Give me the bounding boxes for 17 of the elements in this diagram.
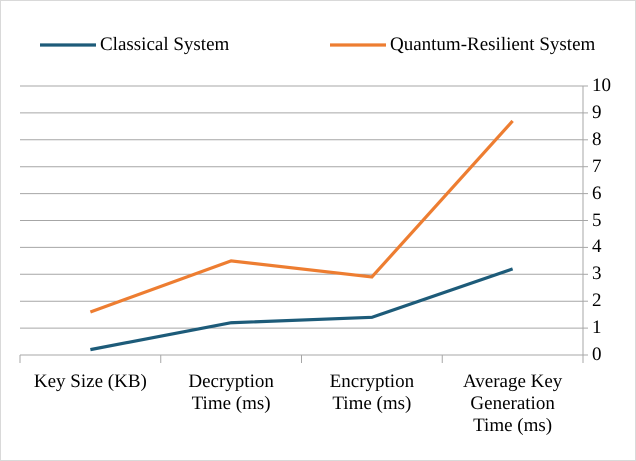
tick-label: 6 <box>592 182 602 205</box>
tick-label: 0 <box>592 344 602 366</box>
legend-label: Classical System <box>100 34 230 56</box>
category-label: Encryption Time (ms) <box>328 371 416 415</box>
category-label: Decryption Time (ms) <box>187 371 275 415</box>
tick-label: 5 <box>592 210 602 232</box>
tick-label: 4 <box>592 236 602 258</box>
category-label: Average Key Generation Time (ms) <box>462 371 564 437</box>
category-label: Key Size (KB) <box>32 371 148 393</box>
tick-label: 10 <box>592 75 611 97</box>
tick-label: 8 <box>592 128 602 151</box>
legend-label: Quantum-Resilient System <box>390 34 596 56</box>
tick-label: 1 <box>592 317 602 340</box>
tick-label: 3 <box>592 263 602 286</box>
tick-label: 7 <box>592 156 602 178</box>
tick-label: 2 <box>592 290 602 312</box>
tick-label: 9 <box>592 102 602 124</box>
